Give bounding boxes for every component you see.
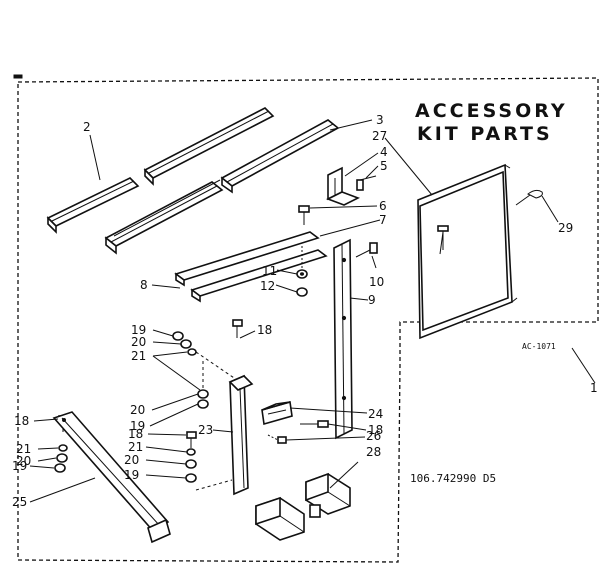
title-line-2: KIT PARTS — [417, 123, 553, 145]
callout-19-upper: 19 — [131, 323, 146, 337]
callout-10: 10 — [369, 275, 384, 289]
bracket-24-front — [255, 496, 305, 541]
callout-7: 7 — [379, 213, 387, 227]
channel-rail-3a — [104, 179, 224, 255]
clip-28 — [527, 189, 543, 199]
callout-19-mid: 19 — [130, 419, 145, 433]
callout-28: 29 — [558, 221, 573, 235]
callout-21-upper: 21 — [131, 349, 146, 363]
panel-27 — [417, 163, 518, 340]
bracket-24-back — [305, 472, 351, 518]
callout-20-upper: 20 — [131, 335, 146, 349]
callout-22: 23 — [198, 423, 213, 437]
callout-23: 24 — [368, 407, 383, 421]
callout-21-lower: 21 — [128, 440, 143, 454]
screw-26 — [267, 434, 287, 444]
brace-25 — [52, 411, 171, 544]
callout-2: 2 — [83, 120, 91, 134]
callout-26: 26 — [366, 429, 381, 443]
callout-20-mid: 20 — [130, 403, 145, 417]
bolt-18-right — [300, 420, 329, 428]
callout-6: 6 — [379, 199, 387, 213]
callout-21-left: 21 — [16, 442, 31, 456]
callout-9: 9 — [368, 293, 376, 307]
callout-20-left: 20 — [16, 454, 31, 468]
callout-20-lower: 20 — [124, 453, 139, 467]
figure-code: AC-1071 — [522, 342, 556, 351]
bracket-23 — [261, 400, 293, 426]
screw-5 — [356, 175, 377, 191]
callout-1: 1 — [590, 381, 598, 395]
channel-rail-2a — [46, 177, 140, 234]
leader-lines — [29, 119, 596, 503]
hardware-19-20-mid — [197, 389, 209, 409]
screw-6 — [298, 205, 310, 225]
bracket-4 — [326, 166, 360, 206]
post-9 — [333, 238, 353, 440]
callout-4: 4 — [380, 145, 388, 159]
rail-7 — [174, 231, 320, 287]
callout-11: 11 — [262, 264, 277, 278]
callout-3: 3 — [376, 113, 384, 127]
callout-18-upper: 18 — [257, 323, 272, 337]
callout-18-lower: 18 — [128, 427, 143, 441]
bolt-18-upper — [232, 319, 243, 338]
callout-8: 8 — [140, 278, 148, 292]
washer-11 — [296, 269, 308, 279]
title-line-1: ACCESSORY — [415, 100, 568, 122]
callout-19-lower: 19 — [124, 468, 139, 482]
channel-rail-2b — [143, 107, 275, 186]
callout-5: 5 — [380, 159, 388, 173]
channel-rail-3b — [220, 119, 340, 194]
callout-19-left: 19 — [12, 459, 27, 473]
callout-18-left: 18 — [14, 414, 29, 428]
screw-10 — [355, 242, 378, 258]
rail-8 — [190, 249, 328, 303]
kit-boundary — [17, 77, 599, 563]
callout-18-right: 18 — [368, 423, 383, 437]
corner-mark — [13, 74, 23, 79]
nut-12 — [296, 287, 308, 297]
callout-24: 28 — [366, 445, 381, 459]
callout-27: 27 — [372, 129, 387, 143]
callout-25: 25 — [12, 495, 27, 509]
callout-12: 12 — [260, 279, 275, 293]
model-number: 106.742990 D5 — [410, 472, 496, 485]
hardware-lower-mid — [185, 431, 197, 483]
bracket-22 — [228, 374, 254, 496]
